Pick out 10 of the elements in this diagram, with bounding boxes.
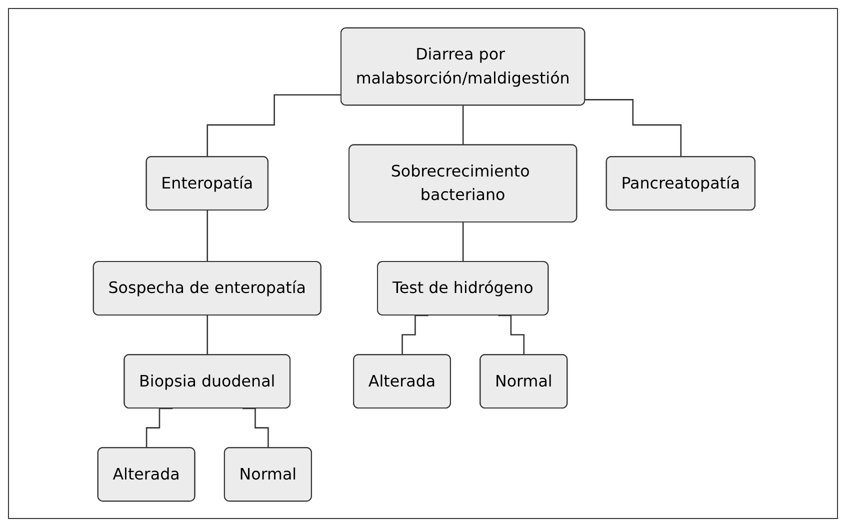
connector <box>498 314 525 356</box>
connector <box>462 222 464 263</box>
connector <box>242 408 269 449</box>
connector <box>401 314 428 356</box>
connector <box>206 314 208 356</box>
connector <box>146 408 173 449</box>
connector <box>462 104 464 146</box>
connector <box>206 94 342 158</box>
connector <box>585 99 682 158</box>
connector <box>206 210 208 263</box>
